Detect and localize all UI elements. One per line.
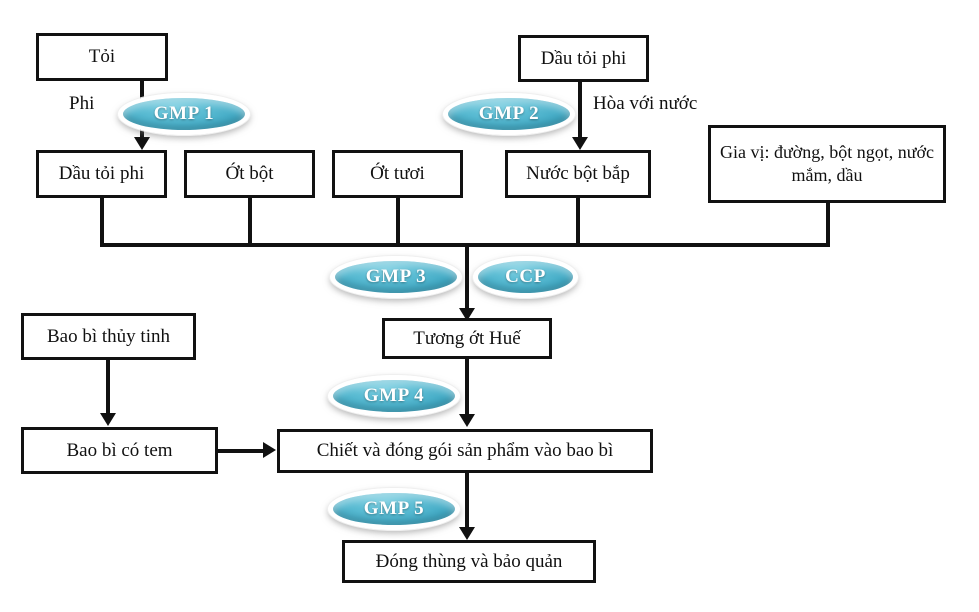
arrowhead-co-tem-to-chiet: [263, 442, 276, 458]
bus-drop-nuoc-bot-bap: [576, 198, 580, 247]
badge-ccp-label: CCP: [505, 266, 546, 287]
box-dong-thung-label: Đóng thùng và bảo quản: [375, 550, 563, 572]
box-nuoc-bot-bap-label: Nước bột bắp: [526, 163, 630, 185]
edge-label-hoa-voi-nuoc: Hòa với nước: [593, 93, 698, 114]
box-ot-bot-label: Ớt bột: [225, 163, 274, 185]
connector-dau-to-nuoc: [578, 82, 582, 139]
badge-gmp-4-label: GMP 4: [363, 385, 425, 406]
bus-drop-gia-vi: [826, 203, 830, 247]
box-ot-bot[interactable]: Ớt bột: [184, 150, 315, 198]
badge-gmp-2[interactable]: GMP 2: [443, 93, 575, 135]
arrowhead-thuy-tinh-to-co-tem: [100, 413, 116, 426]
badge-gmp-1-label: GMP 1: [153, 103, 215, 124]
box-bao-bi-co-tem[interactable]: Bao bì có tem: [21, 427, 218, 474]
box-dau-toi-phi-label: Dầu tỏi phi: [58, 163, 145, 185]
box-chiet-dong-goi-label: Chiết và đóng gói sản phẩm vào bao bì: [316, 440, 614, 462]
badge-gmp-2-label: GMP 2: [478, 103, 540, 124]
box-bao-bi-thuy-tinh-label: Bao bì thủy tinh: [47, 325, 170, 347]
connector-tuong-ot-to-chiet: [465, 359, 469, 415]
box-bao-bi-thuy-tinh[interactable]: Bao bì thủy tinh: [21, 313, 196, 360]
connector-chiet-to-dong-thung: [465, 473, 469, 528]
box-nuoc-bot-bap[interactable]: Nước bột bắp: [505, 150, 651, 198]
bus-drop-ot-bot: [248, 198, 252, 247]
bus-drop-dau-toi-phi: [100, 198, 104, 247]
arrowhead-bus-to-tuong-ot: [459, 308, 475, 321]
box-dau-toi-phi[interactable]: Dầu tỏi phi: [36, 150, 167, 198]
arrowhead-dau-to-nuoc: [572, 137, 588, 150]
connector-co-tem-to-chiet: [218, 449, 266, 453]
box-toi-label: Tỏi: [88, 46, 116, 68]
arrowhead-chiet-to-dong-thung: [459, 527, 475, 540]
box-ot-tuoi[interactable]: Ớt tươi: [332, 150, 463, 198]
badge-gmp-3[interactable]: GMP 3: [330, 256, 462, 298]
bus-drop-ot-tuoi: [396, 198, 400, 247]
box-gia-vi[interactable]: Gia vị: đường, bột ngọt, nước mắm, dầu: [708, 125, 946, 203]
badge-gmp-1[interactable]: GMP 1: [118, 93, 250, 135]
box-chiet-dong-goi[interactable]: Chiết và đóng gói sản phẩm vào bao bì: [277, 429, 653, 473]
box-toi[interactable]: Tỏi: [36, 33, 168, 81]
box-tuong-ot-hue[interactable]: Tương ớt Huế: [382, 318, 552, 359]
connector-bus-to-tuong-ot: [465, 243, 469, 311]
box-gia-vi-label: Gia vị: đường, bột ngọt, nước mắm, dầu: [719, 141, 935, 185]
connector-thuy-tinh-to-co-tem: [106, 360, 110, 414]
badge-gmp-4[interactable]: GMP 4: [328, 375, 460, 417]
box-dong-thung[interactable]: Đóng thùng và bảo quản: [342, 540, 596, 583]
badge-gmp-3-label: GMP 3: [365, 266, 427, 287]
box-ot-tuoi-label: Ớt tươi: [370, 163, 425, 185]
edge-label-phi: Phi: [69, 93, 95, 114]
box-dau-toi-phi-top-label: Dầu tỏi phi: [540, 47, 627, 69]
badge-gmp-5[interactable]: GMP 5: [328, 488, 460, 530]
badge-gmp-5-label: GMP 5: [363, 498, 425, 519]
badge-ccp[interactable]: CCP: [473, 256, 578, 298]
box-tuong-ot-hue-label: Tương ớt Huế: [413, 327, 521, 349]
box-dau-toi-phi-top[interactable]: Dầu tỏi phi: [518, 35, 649, 82]
box-bao-bi-co-tem-label: Bao bì có tem: [66, 439, 173, 461]
arrowhead-toi-to-dau: [134, 137, 150, 150]
arrowhead-tuong-ot-to-chiet: [459, 414, 475, 427]
